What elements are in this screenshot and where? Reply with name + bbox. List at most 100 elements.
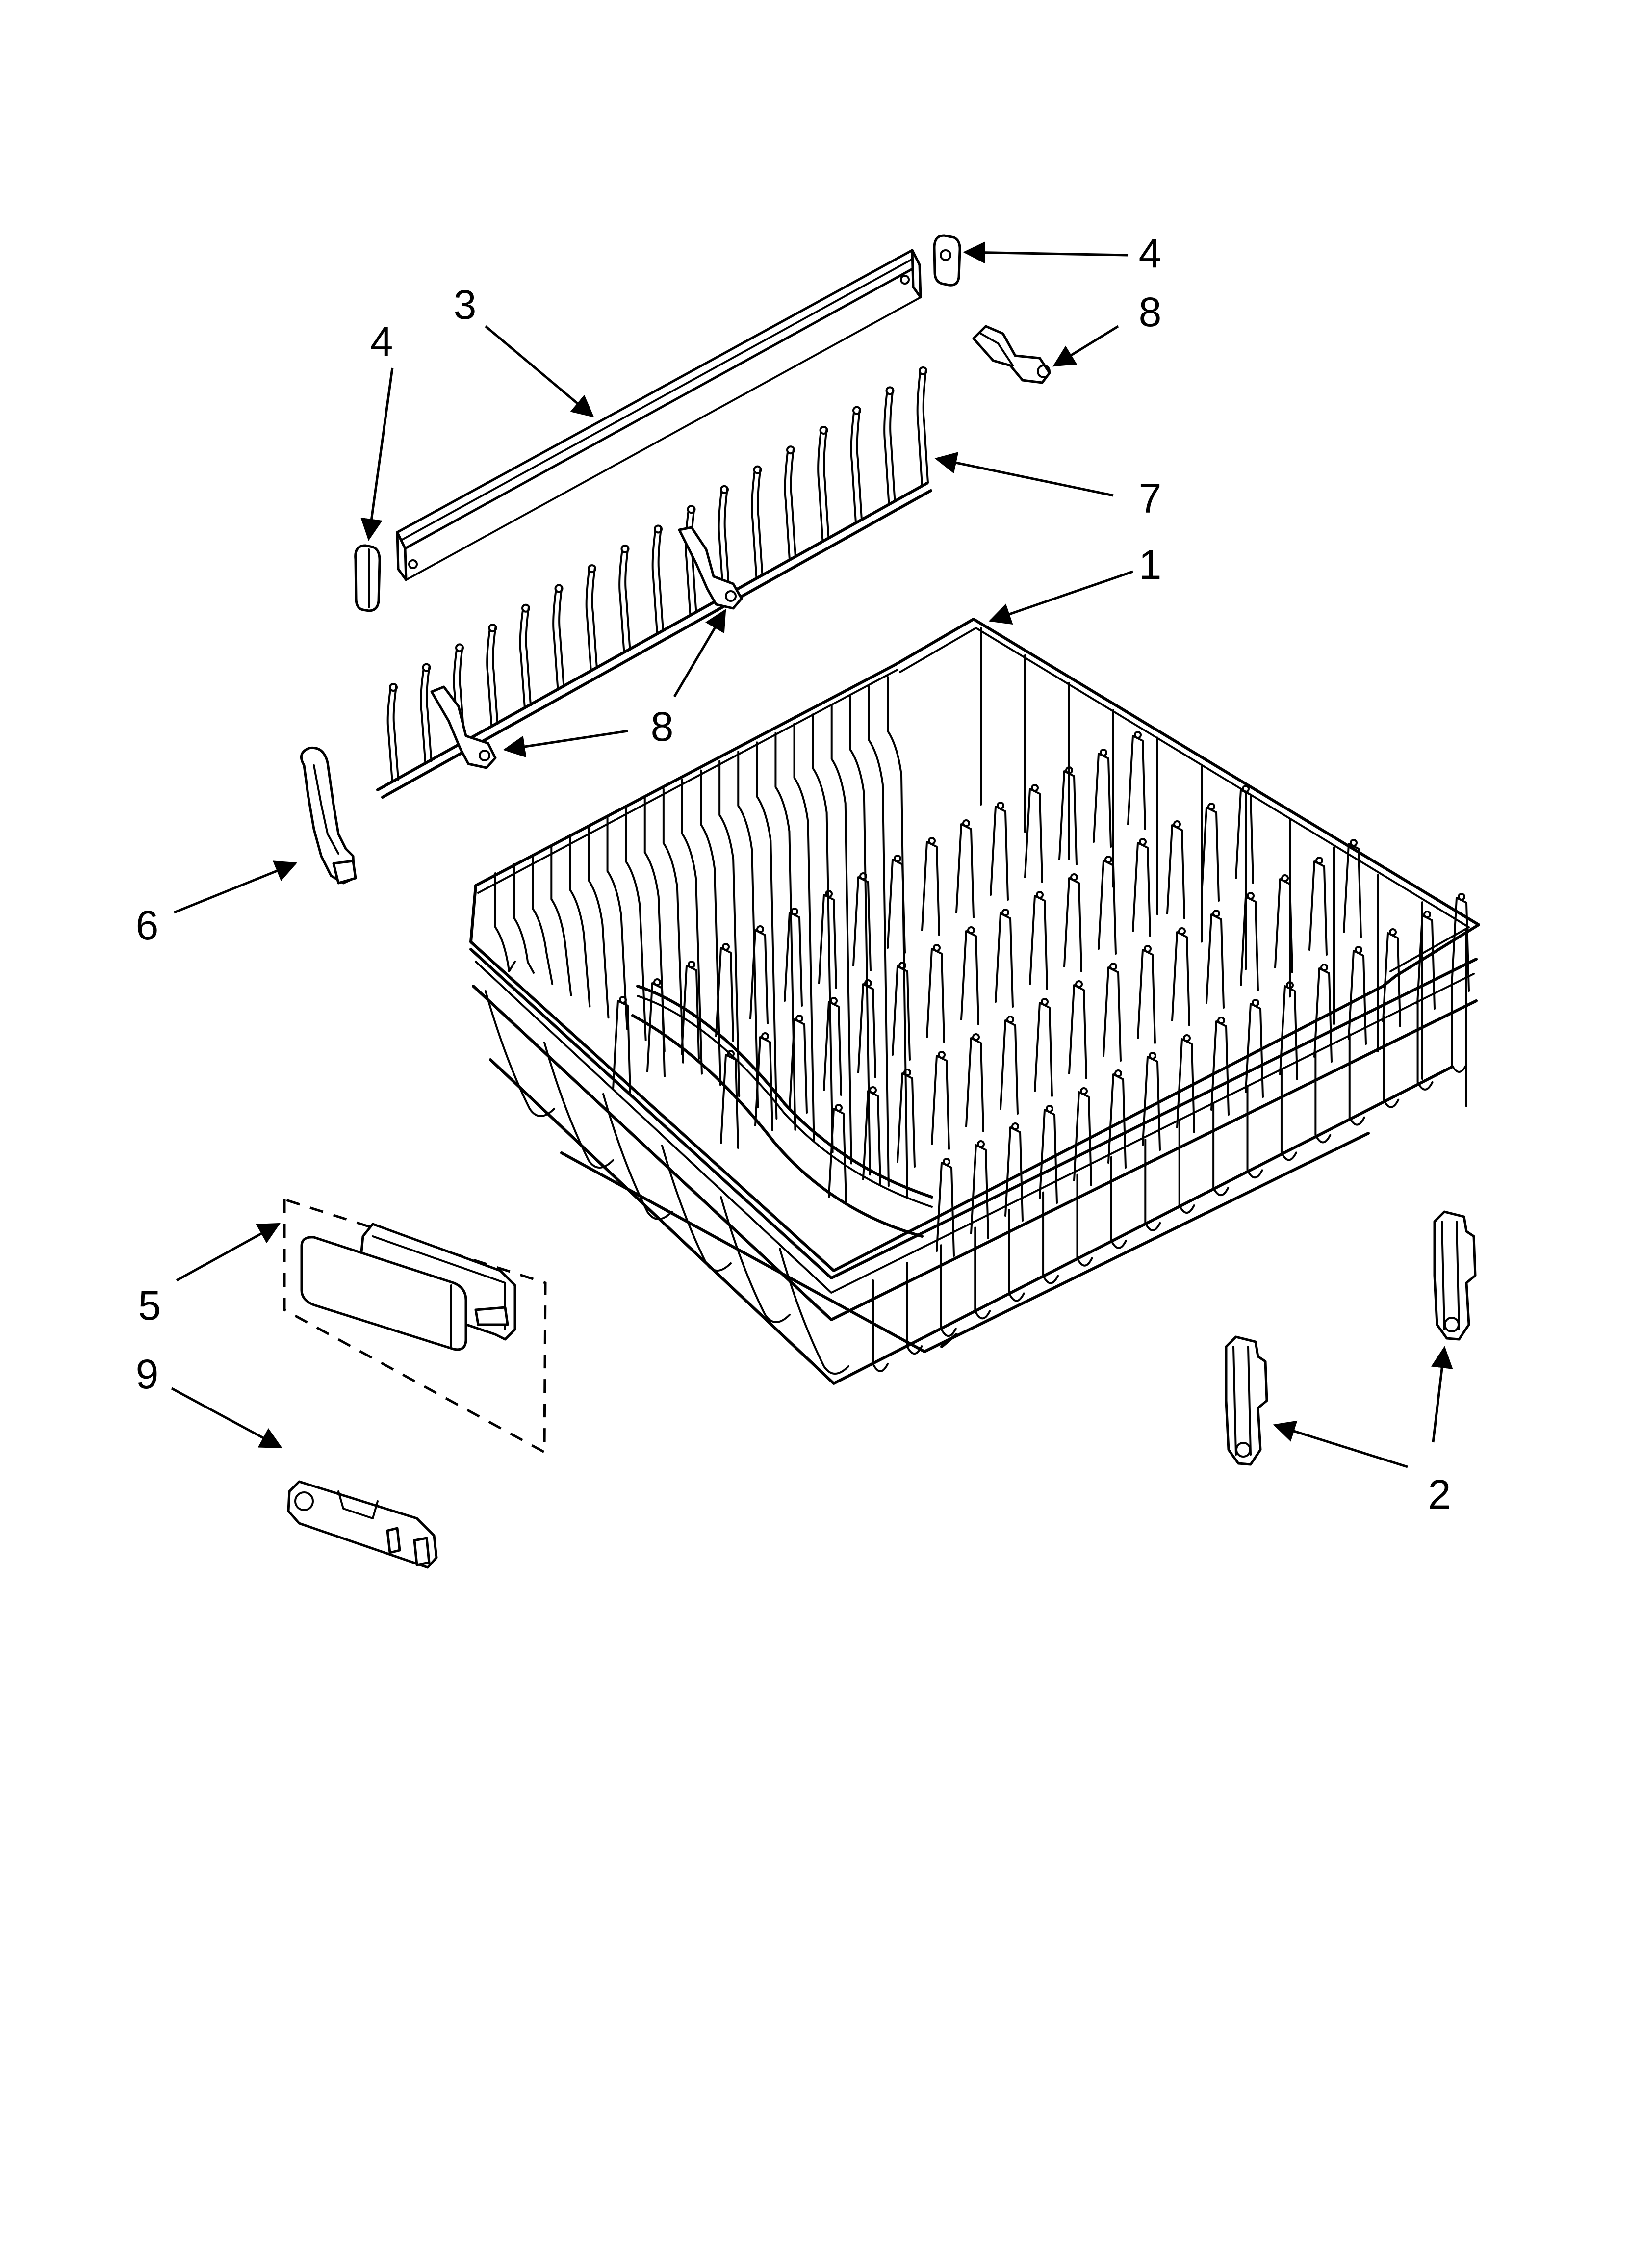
rack-tine-tip [1315,857,1323,864]
rack-tine-tip [1046,1105,1053,1113]
rack-tine [1206,913,1225,1009]
rack-tine [931,1055,950,1150]
tine [519,609,526,709]
rack-tine-tip [1109,963,1117,970]
rack-tine-tip [997,802,1004,809]
rack-tine-tip [1134,731,1142,739]
tine [525,606,532,706]
leader-2-right [1431,1346,1453,1443]
rack-tine [1076,1173,1093,1267]
end-cap-left-part-4 [354,544,381,612]
clip-top-right-part-8 [972,325,1051,384]
rack-tine-tip [1217,1017,1225,1024]
tine-tip [389,683,398,692]
rack-tine [1246,1086,1263,1179]
handle-assembly-part-5 [283,1198,547,1455]
rack-tine [1166,824,1185,919]
rack-tine [1042,1191,1059,1284]
callout-2: 2 [1428,1471,1451,1517]
rack-tine-tip [943,1158,950,1166]
callout-8-top-right: 8 [1139,289,1162,335]
rack-tine-tip [967,926,975,934]
rack-tine-tip [933,944,941,952]
rack-tine [1235,789,1254,884]
tine [856,408,863,521]
rack-tine [1383,1015,1400,1108]
rack-tine-tip [962,819,970,827]
rack-tine [720,1054,739,1149]
rack-tine [892,965,911,1061]
tine [558,586,565,688]
tine-tip [885,386,895,395]
rack-tine-tip [722,943,730,951]
rack-tine-tip [1355,946,1362,954]
rack-tine-tip [1001,909,1009,916]
rack-adjuster-right-part-2 [1433,1210,1477,1341]
tine [459,646,465,744]
rack-tine-tip [903,1069,911,1076]
rack-tine [1058,770,1078,865]
rack-tine [1171,931,1190,1026]
rack-tine [921,841,940,936]
tine [420,668,427,765]
tine-tip [919,366,927,375]
leader-8-left [503,730,628,758]
tine [492,626,499,725]
rack-tine [887,676,908,1198]
rack-hook [543,1042,614,1169]
tine [817,431,824,543]
rack-tine-tip [1075,980,1083,988]
rack-tine [940,1244,957,1337]
rack-tine-tip [1031,784,1039,792]
rack-tine-tip [1389,928,1397,936]
leader-3 [485,325,594,417]
rack-tine [1137,949,1156,1044]
tine [889,389,896,502]
rack-tine [1000,1019,1019,1115]
rack-tine [812,713,834,1153]
tine-tip [753,465,762,474]
tine-tip [786,445,795,455]
rack-tine [926,948,945,1043]
tine [823,428,830,540]
rack-tine [1008,1209,1025,1302]
rack-tine-tip [1104,856,1112,863]
tine [790,448,796,558]
rack-tine-tip [761,1032,769,1040]
rack-tine-tip [1139,838,1147,846]
rack-tine [625,807,647,1041]
rack-tine [1314,1050,1332,1144]
rack-tine [965,1037,984,1132]
rack-tine [852,876,872,971]
tine [591,567,598,670]
rack-tine [1132,842,1151,937]
rack-tine-tip [1350,839,1358,847]
rack-tine [494,872,516,972]
rack-tine-tip [1320,964,1328,971]
callout-9: 9 [136,1351,159,1397]
rack-tine [830,704,852,1165]
rack-tine-tip [1041,998,1049,1006]
callout-7: 7 [1139,475,1162,521]
end-cap-right-part-4 [933,234,961,287]
rack-tine-tip [1149,1052,1156,1060]
tine-tip [620,544,630,553]
tine-tip [588,564,596,574]
tine [850,411,857,524]
tine [392,685,399,781]
tine [922,369,929,484]
rack-tine [1178,1121,1195,1214]
rack-tine [1212,1103,1230,1197]
rack-tine-tip [688,961,695,968]
rack-tine-tip [1173,820,1181,828]
rack-tine [1144,1138,1161,1231]
rack-tine-tip [1178,927,1186,935]
rack-tine [1308,860,1328,956]
rack-tine-tip [1207,803,1215,810]
rack-tine-tip [1070,873,1078,881]
rack-tine-tip [825,890,833,898]
rack-tine-tip [1252,999,1259,1007]
rack-tine-tip [977,1140,985,1148]
rack-tine [868,685,890,1187]
rack-tine-tip [869,1086,877,1094]
